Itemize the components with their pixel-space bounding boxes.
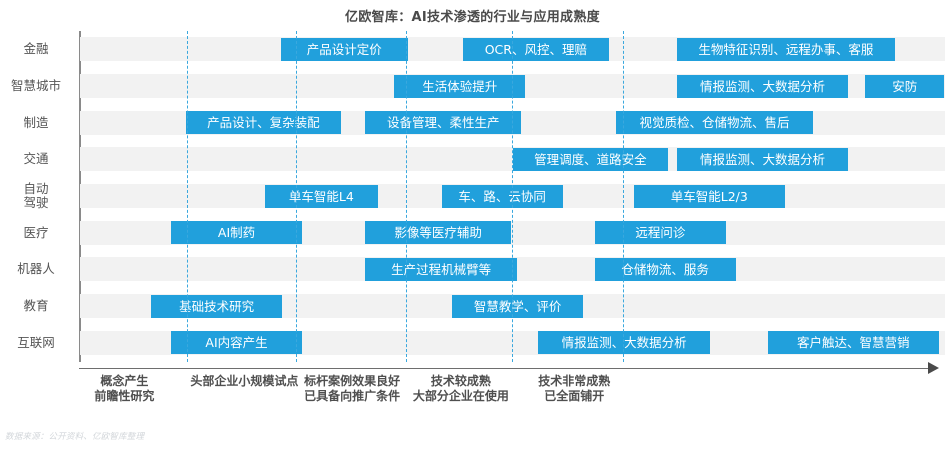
y-axis-label-line: 交通 (23, 151, 49, 167)
stage-divider-1 (187, 31, 189, 362)
y-axis-label-自动驾驶: 自动驾驶 (0, 182, 72, 210)
y-axis-label-line: 医疗 (23, 224, 49, 240)
stage-divider-2 (295, 31, 297, 362)
y-axis-label-机器人: 机器人 (0, 262, 72, 276)
application-bar[interactable]: 情报监测、大数据分析 (538, 331, 710, 355)
y-axis-label-金融: 金融 (0, 42, 72, 56)
application-bar[interactable]: 生活体验提升 (393, 74, 526, 98)
source-note: 数据来源：公开资料、亿欧智库整理 (5, 432, 145, 442)
application-bar[interactable]: 情报监测、大数据分析 (676, 74, 849, 98)
application-bar[interactable]: 智慧教学、评价 (451, 294, 584, 318)
application-bar[interactable]: 产品设计、复杂装配 (185, 111, 342, 135)
application-bar[interactable]: 视觉质检、仓储物流、售后 (616, 111, 813, 135)
x-axis-stage-label-1: 概念产生前瞻性研究 (39, 374, 209, 404)
stage-label-line1: 技术较成熟 (430, 374, 491, 388)
stage-divider-3 (405, 31, 407, 362)
application-bar[interactable]: 生物特征识别、远程办事、客服 (676, 37, 895, 61)
application-bar[interactable]: 设备管理、柔性生产 (365, 111, 522, 135)
application-bar[interactable]: 情报监测、大数据分析 (676, 147, 849, 171)
page-title: 亿欧智库：AI技术渗透的行业与应用成熟度 (345, 10, 600, 25)
y-axis-label-制造: 制造 (0, 114, 72, 130)
application-bar[interactable]: 单车智能L2/3 (633, 184, 785, 208)
stage-label-line1: 概念产生 (100, 374, 149, 388)
y-axis-label-line: 互联网 (17, 334, 55, 350)
x-axis-stage-label-5: 技术非常成熟已全面铺开 (489, 374, 659, 404)
y-axis-label-教育: 教育 (0, 299, 72, 313)
y-axis-label-line: 自动 (23, 181, 49, 196)
application-bar[interactable]: 生产过程机械臂等 (365, 257, 517, 281)
y-axis-label-line: 智慧城市 (10, 78, 61, 93)
application-bar[interactable]: AI制药 (170, 221, 303, 245)
y-axis-label-互联网: 互联网 (0, 334, 72, 350)
stage-label-line1: 技术非常成熟 (538, 374, 611, 388)
application-bar[interactable]: 远程问诊 (594, 221, 727, 245)
y-axis-label-line: 教育 (23, 298, 49, 313)
application-bar[interactable]: 单车智能L4 (265, 184, 378, 208)
y-axis-label-line: 驾驶 (23, 195, 49, 210)
stage-label-line2: 已具备向推广条件 (304, 389, 401, 403)
stage-label-line1: 头部企业小规模试点 (190, 374, 299, 388)
x-axis-stage-label-3: 标杆案例效果良好已具备向推广条件 (267, 374, 437, 404)
y-axis-label-智慧城市: 智慧城市 (0, 79, 72, 93)
application-bar[interactable]: 影像等医疗辅助 (365, 221, 511, 245)
y-axis-label-医疗: 医疗 (0, 224, 72, 240)
x-axis-stage-label-4: 技术较成熟大部分企业在使用 (376, 374, 546, 404)
application-bar[interactable]: 客户触达、智慧营销 (767, 331, 939, 355)
x-axis-stage-label-2: 头部企业小规模试点 (159, 374, 329, 389)
application-bar[interactable]: AI内容产生 (170, 331, 303, 355)
stage-label-line2: 已全面铺开 (544, 389, 605, 403)
x-axis-arrow-icon (928, 362, 939, 374)
stage-label-line2: 大部分企业在使用 (412, 389, 509, 403)
stage-label-line2: 前瞻性研究 (94, 389, 155, 403)
y-axis-label-line: 制造 (23, 114, 49, 130)
application-bar[interactable]: 产品设计定价 (280, 37, 408, 61)
stage-divider-5 (622, 31, 624, 362)
application-bar[interactable]: OCR、风控、理赔 (463, 37, 609, 61)
x-axis-line (79, 368, 931, 369)
stage-divider-4 (512, 31, 514, 362)
y-axis-label-交通: 交通 (0, 152, 72, 166)
application-bar[interactable]: 管理调度、道路安全 (512, 147, 669, 171)
y-axis-label-line: 机器人 (17, 261, 55, 277)
application-bar[interactable]: 仓储物流、服务 (594, 257, 736, 281)
stage-label-line1: 标杆案例效果良好 (304, 374, 401, 388)
application-bar[interactable]: 车、路、云协同 (441, 184, 563, 208)
application-bar[interactable]: 安防 (865, 74, 945, 98)
y-axis-label-line: 金融 (23, 41, 49, 57)
application-bar[interactable]: 基础技术研究 (150, 294, 283, 318)
